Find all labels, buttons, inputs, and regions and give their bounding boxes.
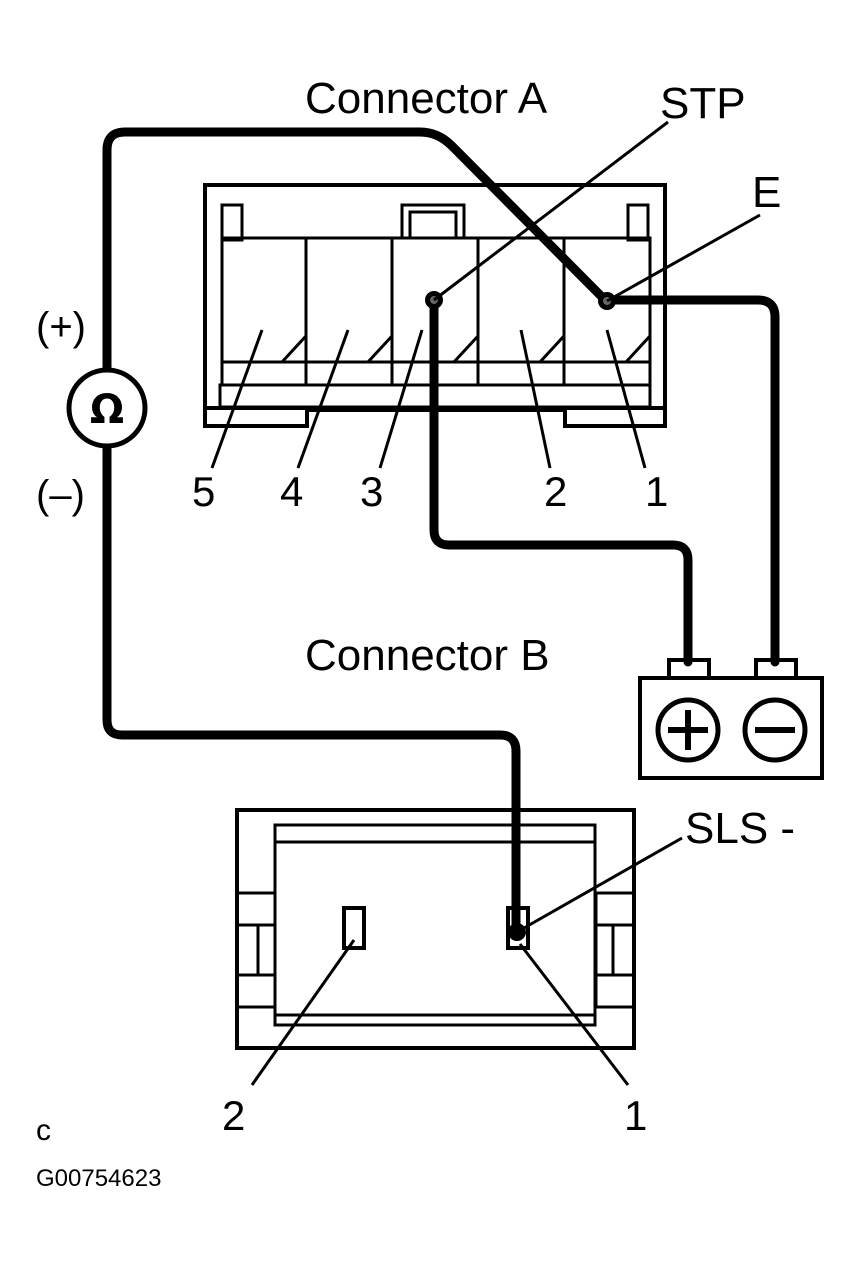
- negative-lead-label: (–): [36, 473, 85, 517]
- figure-id: G00754623: [36, 1165, 161, 1192]
- connector-b-terminal-2: [342, 906, 366, 950]
- battery-plus-text: +: [688, 730, 689, 732]
- connector-b-notch-right-mid: [594, 923, 615, 977]
- corner-mark: c: [36, 1114, 51, 1147]
- ohmmeter-icon: Ω: [66, 367, 148, 449]
- battery-minus-text: −: [775, 730, 776, 732]
- connector-b-pin-labels: 2 1: [222, 1092, 647, 1139]
- pin-label-a-3: 3: [360, 468, 383, 515]
- ohmmeter-symbol: Ω: [90, 387, 124, 433]
- leader-lines: [210, 120, 761, 1086]
- stp-label: STP: [660, 79, 746, 128]
- e-label: E: [752, 168, 781, 217]
- pin-label-a-5: 5: [192, 468, 215, 515]
- connector-b-housing: [235, 808, 636, 1050]
- connector-b-notch-left-mid: [256, 923, 277, 977]
- positive-lead-label: (+): [36, 305, 86, 349]
- sls-label: SLS -: [685, 804, 795, 853]
- wires: [102, 127, 780, 940]
- connector-a-tab-right: [626, 203, 650, 242]
- connector-b-label: Connector B: [305, 631, 550, 680]
- connector-a-tab-left: [220, 203, 244, 242]
- wire-e-to-battery-negative: [602, 295, 780, 667]
- pin-label-a-4: 4: [280, 468, 303, 515]
- pin-label-a-2: 2: [544, 468, 567, 515]
- connector-a-label: Connector A: [305, 74, 548, 123]
- connector-b-notch-left-top: [235, 891, 277, 927]
- battery-icon: [638, 658, 824, 780]
- connector-b-notch-left-bottom: [235, 973, 277, 1009]
- connector-a-foot-right: [563, 406, 667, 428]
- pin-label-a-1: 1: [645, 468, 668, 515]
- connector-b-notch-right-top: [594, 891, 636, 927]
- connector-a-foot-left: [203, 406, 309, 428]
- pin-label-b-1: 1: [624, 1092, 647, 1139]
- connector-b-notch-right-bottom: [594, 973, 636, 1009]
- connector-b: [235, 808, 636, 1050]
- ohmmeter-circle: [66, 367, 148, 449]
- cavity-1: [562, 236, 652, 387]
- wire-meter-positive: [102, 127, 612, 375]
- connector-a-pin-labels: 5 4 3 2 1: [192, 468, 668, 515]
- wire-stp-to-battery-positive: [429, 295, 693, 667]
- wire-meter-negative: [102, 443, 521, 940]
- pin-label-b-2: 2: [222, 1092, 245, 1139]
